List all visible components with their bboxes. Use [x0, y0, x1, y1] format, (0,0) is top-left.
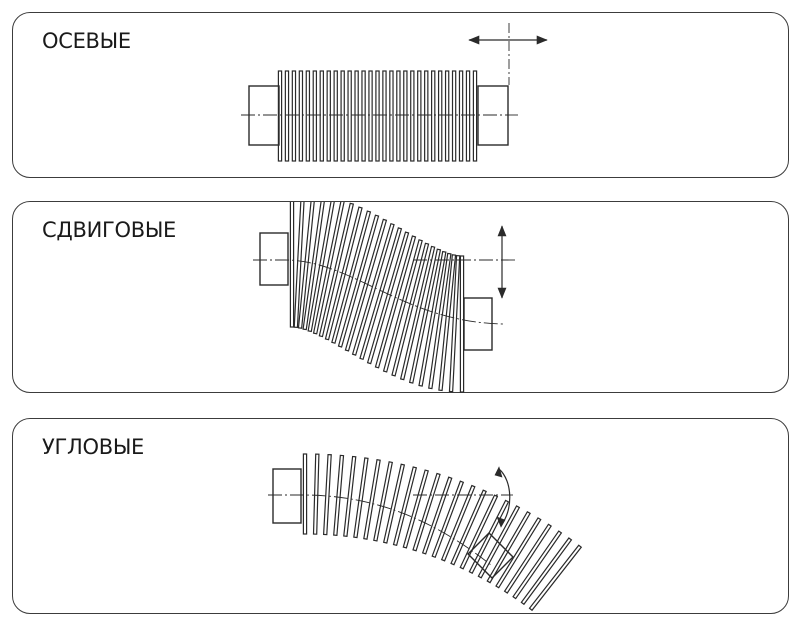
angular-fin [382, 463, 406, 544]
angular-fin [333, 454, 345, 536]
axial-fin [354, 70, 359, 162]
lateral-fin [408, 248, 442, 384]
panel-angular: УГЛОВЫЕ [12, 418, 789, 614]
axial-fin [375, 70, 380, 162]
axial-fin [431, 70, 436, 162]
angular-fin [322, 453, 332, 536]
lateral-centerline [253, 259, 504, 325]
angular-fin [468, 499, 510, 574]
lateral-left-pipe [259, 232, 289, 286]
panel-axial: ОСЕВЫЕ [12, 12, 789, 178]
lateral-fin [418, 250, 447, 387]
axial-left-pipe [248, 85, 280, 146]
panel-angular-title: УГЛОВЫЕ [42, 435, 145, 459]
angular-bellows-fins [302, 453, 583, 612]
angular-bellows-drawing [268, 453, 583, 612]
axial-fin [465, 70, 471, 162]
axial-fin [284, 70, 290, 162]
angular-fin [412, 472, 441, 552]
axial-fin [305, 70, 311, 162]
lateral-movement-arrow [497, 225, 507, 299]
axial-fin [410, 70, 415, 162]
axial-bellows-fins [277, 70, 478, 162]
angular-fin [363, 459, 381, 540]
lateral-fin [374, 235, 417, 369]
axial-fin [347, 70, 352, 162]
lateral-fin [391, 242, 430, 377]
axial-fin [382, 70, 387, 162]
lateral-fin [331, 210, 372, 344]
lateral-fin [359, 227, 403, 361]
axial-fin [298, 70, 304, 162]
panel-lateral: СДВИГОВЫЕ [12, 201, 789, 393]
angular-fin [459, 494, 499, 570]
lateral-bellows-fins [289, 202, 465, 393]
lateral-fin [293, 202, 306, 328]
panel-lateral-title: СДВИГОВЫЕ [42, 218, 177, 242]
axial-right-pipe [477, 85, 509, 146]
angular-fin [440, 484, 476, 562]
axial-fin [277, 70, 283, 162]
angular-fin [421, 476, 453, 555]
angular-fin [486, 510, 531, 584]
axial-fin [326, 70, 331, 162]
angular-fin [343, 455, 357, 538]
angular-rotation-arrow [494, 466, 511, 528]
lateral-fin [302, 202, 326, 331]
angular-fin [353, 457, 369, 539]
lateral-fin [318, 202, 355, 338]
lateral-fin [297, 202, 316, 329]
lateral-fin [344, 218, 388, 352]
lateral-fin [312, 202, 346, 335]
angular-left-pipe [272, 468, 302, 524]
lateral-right-pipe [463, 297, 493, 351]
angular-centerline [268, 494, 492, 566]
angular-fin [392, 466, 418, 547]
axial-fin [472, 70, 478, 162]
angular-right-pipe [467, 532, 514, 579]
axial-movement-arrow [468, 23, 548, 85]
angular-fin [373, 461, 393, 542]
lateral-fin [307, 202, 336, 333]
lateral-fin [438, 254, 457, 392]
lateral-bellows-drawing [253, 202, 518, 393]
axial-fin [333, 70, 338, 162]
angular-fin [402, 469, 429, 549]
angular-fin [312, 453, 320, 535]
axial-fin [319, 70, 324, 162]
axial-fin [458, 70, 464, 162]
angular-fin [302, 453, 308, 535]
angular-fin [503, 523, 552, 594]
axial-fin [444, 70, 450, 162]
axial-fin [361, 70, 366, 162]
axial-fin [417, 70, 422, 162]
axial-fin [424, 70, 429, 162]
axial-fin [403, 70, 408, 162]
angular-fin [431, 480, 465, 558]
lateral-fin [351, 222, 395, 356]
lateral-fin [459, 255, 465, 393]
angular-fin [450, 489, 487, 566]
lateral-fin [337, 214, 380, 348]
lateral-fin [448, 255, 461, 393]
lateral-fin [382, 239, 423, 373]
angular-fin [512, 530, 563, 600]
axial-fin [389, 70, 394, 162]
angular-fin [520, 537, 573, 606]
axial-fin [312, 70, 318, 162]
axial-fin [396, 70, 401, 162]
panel-axial-title: ОСЕВЫЕ [42, 29, 131, 53]
axial-fin [451, 70, 457, 162]
axial-fin [368, 70, 373, 162]
axial-fin [437, 70, 443, 162]
angular-fin [528, 544, 583, 612]
lateral-fin [366, 231, 410, 365]
axial-bellows-drawing [241, 23, 548, 162]
axial-fin [291, 70, 297, 162]
angular-fin [495, 517, 542, 589]
lateral-fin [399, 245, 436, 381]
lateral-fin [428, 252, 452, 390]
axial-fin [340, 70, 345, 162]
lateral-fin [289, 202, 295, 328]
